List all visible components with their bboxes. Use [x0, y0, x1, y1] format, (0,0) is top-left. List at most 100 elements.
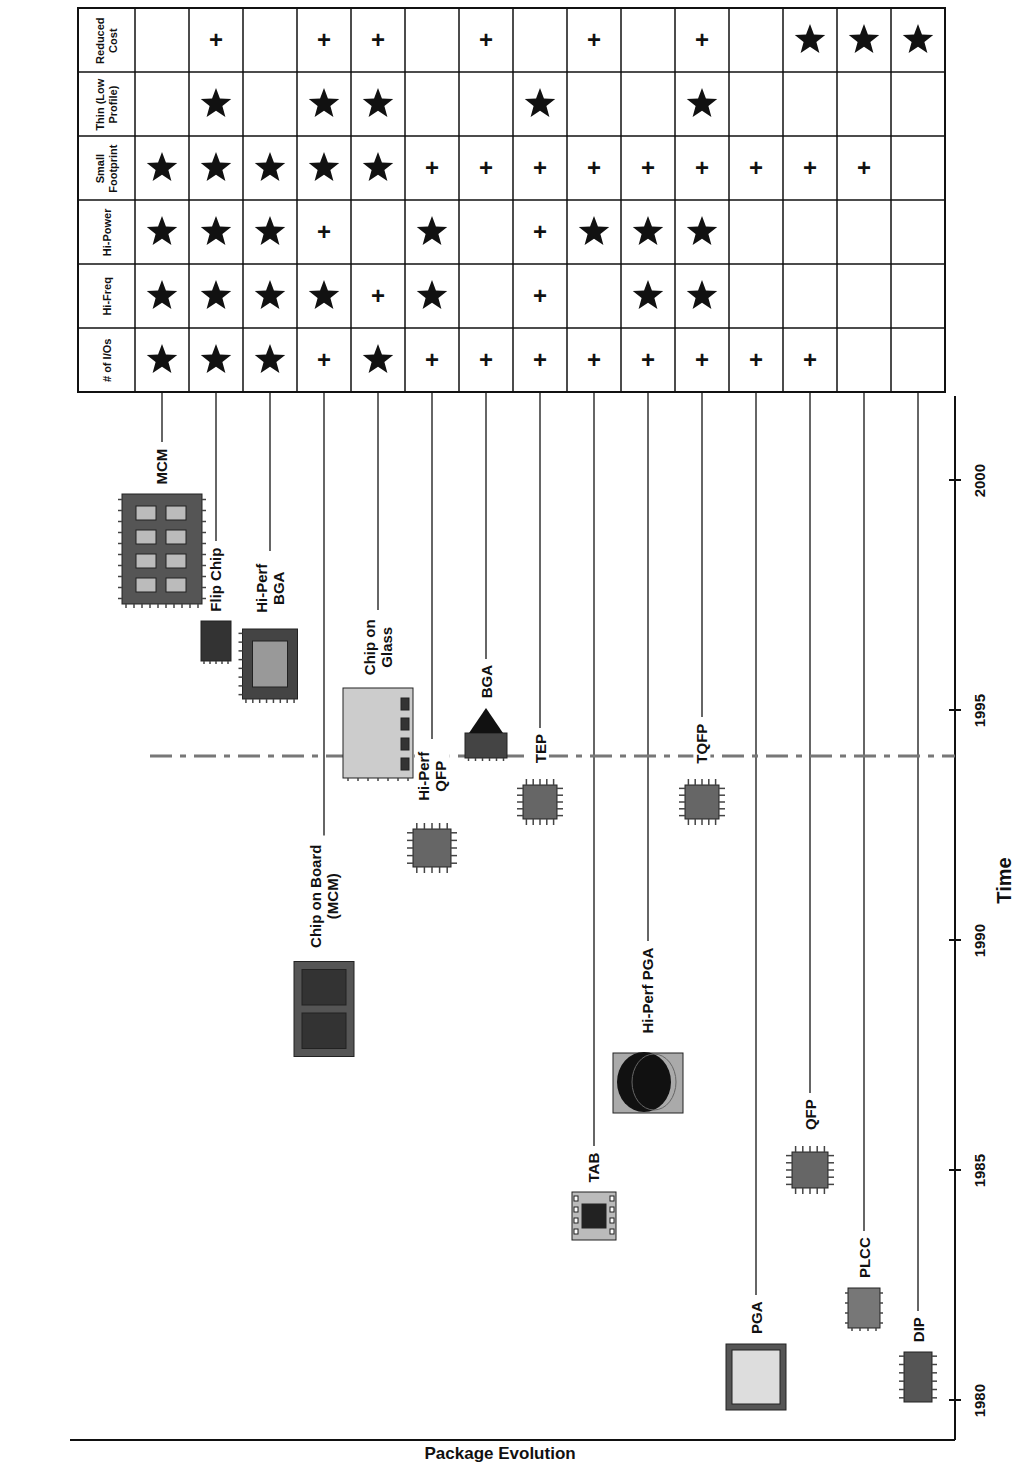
star-mark — [849, 24, 879, 53]
package-pin — [708, 779, 710, 785]
sprocket-hole — [610, 1196, 614, 1201]
sprocket-hole — [610, 1207, 614, 1212]
die — [582, 1204, 606, 1228]
package-pin — [546, 779, 548, 785]
die — [166, 554, 186, 568]
package-pin — [439, 823, 441, 829]
package-pin — [407, 778, 409, 781]
package-pin — [451, 840, 457, 842]
heat-spreader — [253, 641, 288, 687]
package-name: Hi-Perf PGA — [639, 945, 656, 1035]
axis-tick — [949, 709, 961, 711]
year-label: 1990 — [971, 923, 988, 956]
package-pin — [118, 565, 122, 567]
star-mark — [687, 88, 717, 117]
package-line — [539, 392, 541, 728]
package-pin — [851, 1328, 853, 1331]
package-pin — [899, 1372, 904, 1374]
package-pin — [266, 699, 268, 703]
package-line — [161, 392, 163, 442]
package-pin — [239, 676, 243, 678]
package-pin — [809, 1146, 811, 1152]
package-pin — [286, 699, 288, 703]
package-pin — [880, 1312, 883, 1314]
plus-mark: + — [641, 156, 655, 180]
column-header: Thin (Low Profile) — [94, 74, 119, 134]
package-pin — [932, 1355, 937, 1357]
column-header: Hi-Freq — [100, 266, 113, 326]
plus-mark: + — [317, 348, 331, 372]
package-pin — [377, 778, 379, 781]
axis-title: Time — [993, 857, 1016, 903]
star-mark — [147, 344, 177, 373]
package-pin — [932, 1364, 937, 1366]
package-pin — [165, 604, 167, 608]
package-pin — [416, 867, 418, 873]
package-pin — [202, 521, 206, 523]
glass-panel — [343, 688, 413, 778]
package-pin — [867, 1328, 869, 1331]
package-pin — [526, 819, 528, 825]
package-pin — [239, 659, 243, 661]
package-pin — [802, 1188, 804, 1194]
package-name: TEP — [531, 732, 548, 765]
table-rule — [78, 327, 945, 329]
qfp-icon — [517, 779, 563, 825]
package-pin — [899, 1355, 904, 1357]
package-pin — [932, 1397, 937, 1399]
axis-tick — [949, 479, 961, 481]
die — [401, 738, 409, 750]
package-pin — [118, 521, 122, 523]
package-pin — [357, 778, 359, 781]
package-pin — [809, 1188, 811, 1194]
package-pin — [197, 604, 199, 608]
package-pin — [880, 1322, 883, 1324]
star-mark — [633, 280, 663, 309]
package-pin — [202, 532, 206, 534]
package-pin — [239, 685, 243, 687]
plus-mark: + — [749, 156, 763, 180]
package-line — [485, 392, 487, 659]
star-mark — [201, 344, 231, 373]
package-pin — [118, 576, 122, 578]
plus-mark: + — [695, 348, 709, 372]
sprocket-hole — [574, 1229, 578, 1234]
package-name: PLCC — [855, 1235, 872, 1280]
package-pin — [424, 823, 426, 829]
package-pin — [715, 779, 717, 785]
plus-mark: + — [587, 156, 601, 180]
star-mark — [201, 152, 231, 181]
star-mark — [147, 216, 177, 245]
package-pin — [239, 650, 243, 652]
package-line — [917, 392, 919, 1311]
package-line — [647, 392, 649, 941]
year-label: 1985 — [971, 1153, 988, 1186]
package-pin — [118, 554, 122, 556]
year-label: 2000 — [971, 463, 988, 496]
package-pin — [239, 633, 243, 635]
pga-icon — [726, 1344, 786, 1410]
package-pin — [202, 565, 206, 567]
package-pin — [517, 808, 523, 810]
package-pin — [416, 823, 418, 829]
package-pin — [816, 1188, 818, 1194]
die — [166, 506, 186, 520]
column-header: Reduced Cost — [94, 10, 119, 70]
package-pin — [259, 699, 261, 703]
star-mark — [201, 88, 231, 117]
package-name: PGA — [747, 1299, 764, 1336]
star-mark — [201, 280, 231, 309]
package-pin — [173, 604, 175, 608]
package-pin — [118, 598, 122, 600]
package-name: DIP — [909, 1315, 926, 1344]
star-mark — [903, 24, 933, 53]
package-body — [685, 785, 719, 819]
mold-cap — [469, 708, 503, 733]
package-pin — [899, 1397, 904, 1399]
package-pin — [118, 543, 122, 545]
package-pin — [845, 1302, 848, 1304]
package-body — [413, 829, 451, 867]
package-pin — [532, 819, 534, 825]
plus-mark: + — [857, 156, 871, 180]
package-pin — [557, 794, 563, 796]
